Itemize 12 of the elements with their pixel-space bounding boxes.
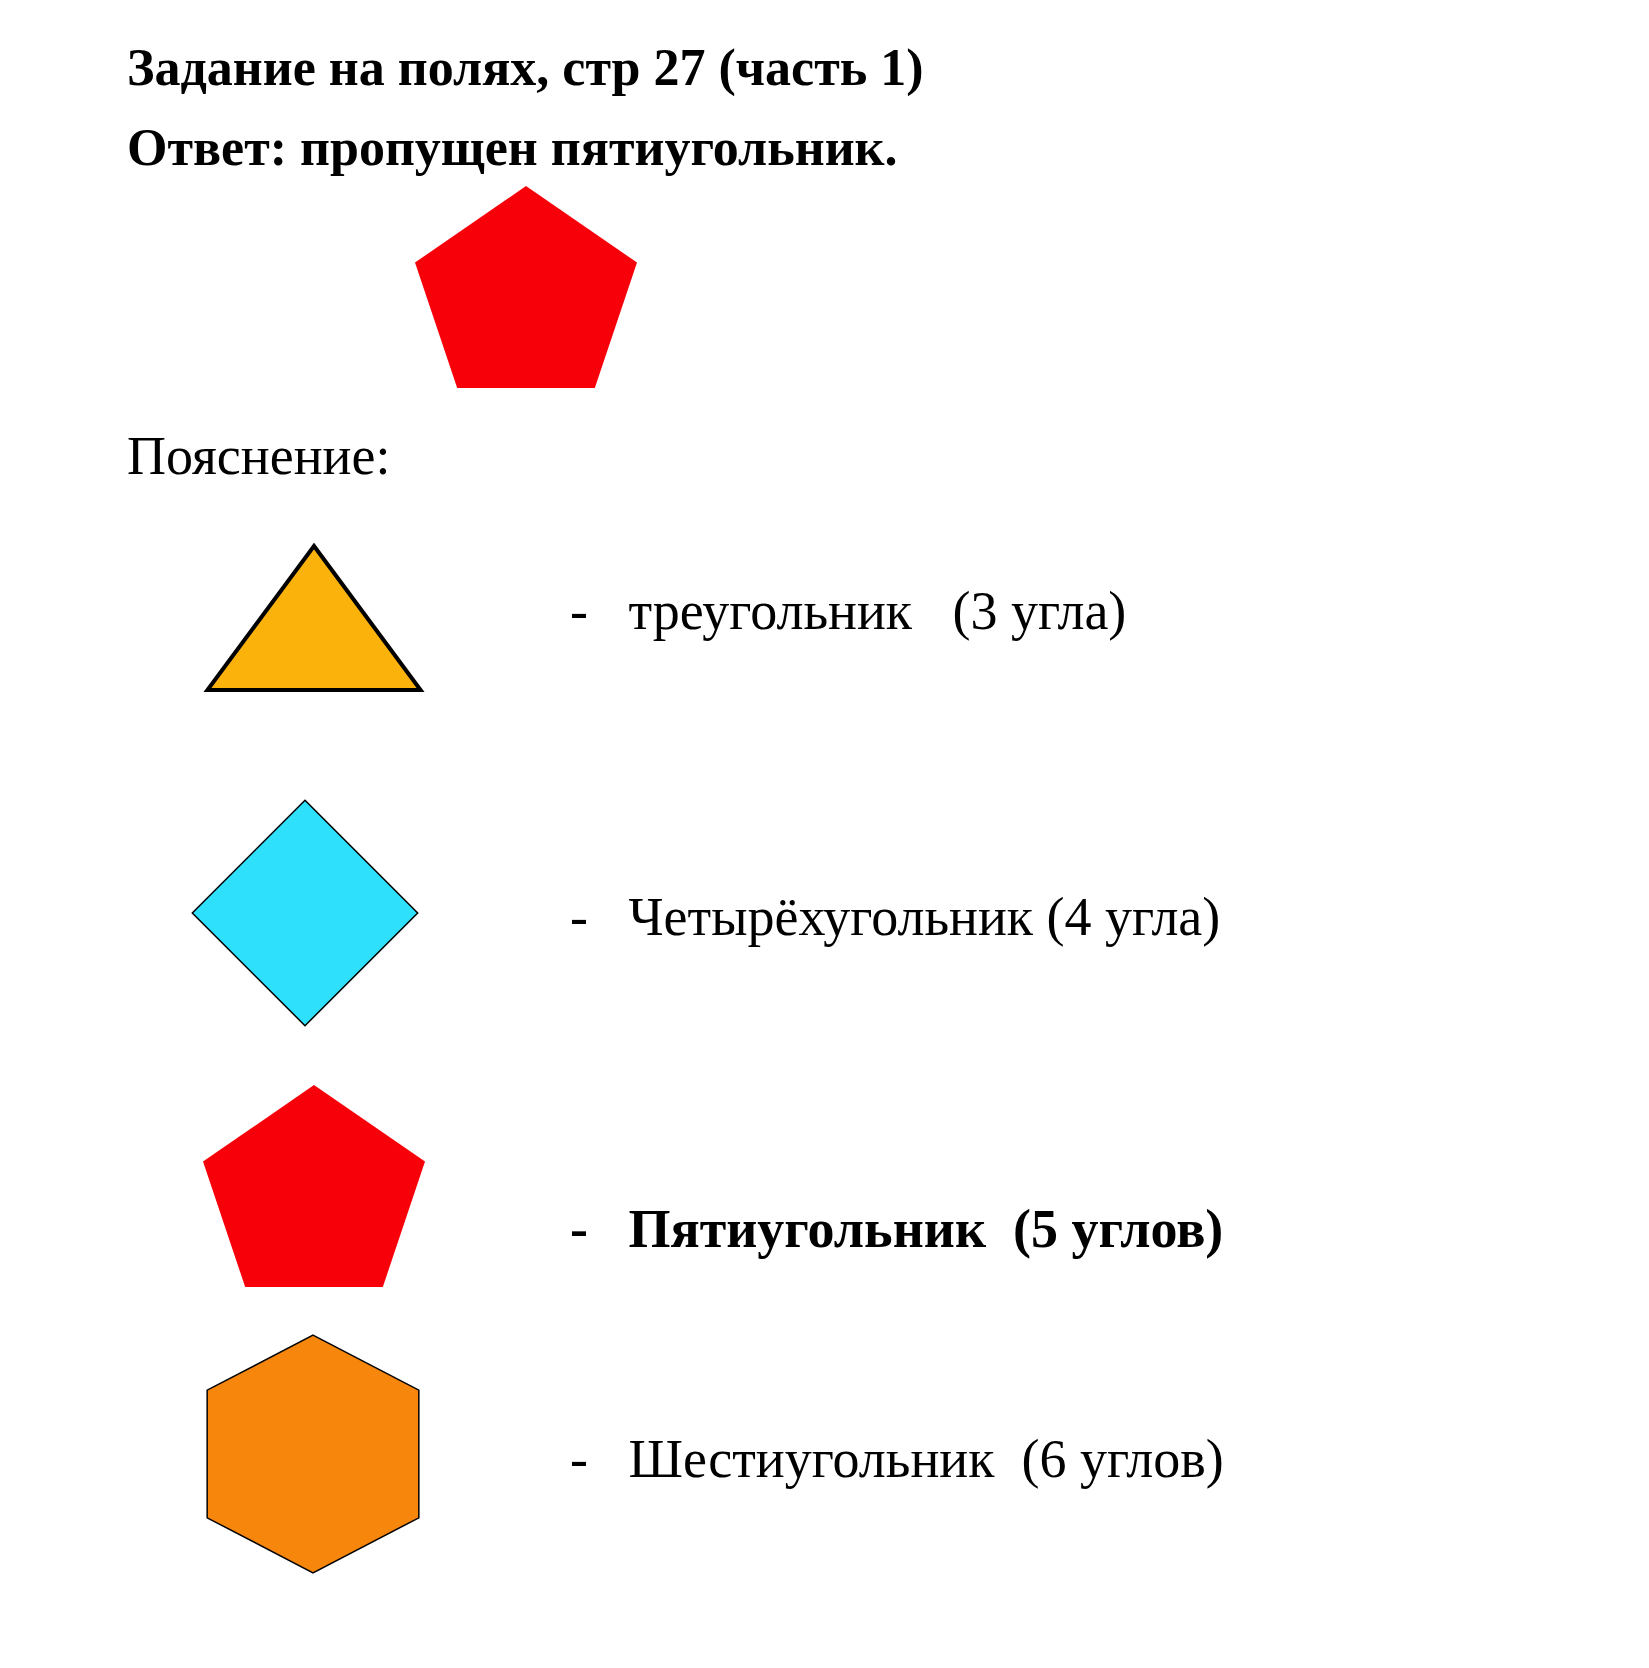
triangle-shape [203, 543, 425, 693]
pentagon-shape [415, 186, 637, 388]
shape-caption: - Четырёхугольник (4 угла) [570, 886, 1221, 948]
pentagon-shape [203, 1085, 425, 1287]
title: Задание на полях, стр 27 (часть 1) [127, 38, 924, 97]
diamond-shape [190, 798, 420, 1028]
hexagon-shape [205, 1333, 421, 1575]
shape-caption: - Пятиугольник (5 углов) [570, 1198, 1224, 1260]
shape-caption: - треугольник (3 угла) [570, 580, 1127, 642]
answer-heading: Ответ: пропущен пятиугольник. [127, 118, 898, 177]
explanation-heading: Пояснение: [127, 425, 391, 487]
shape-caption: - Шестиугольник (6 углов) [570, 1428, 1224, 1490]
